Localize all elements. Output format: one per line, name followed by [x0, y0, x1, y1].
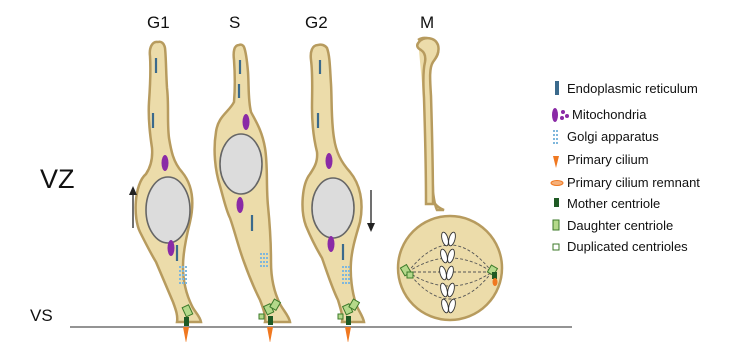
- svg-text:Duplicated centrioles: Duplicated centrioles: [567, 239, 688, 254]
- m-left-centriole-icon: [407, 272, 413, 278]
- g2-mitochondrion-icon: [326, 153, 333, 169]
- s-mitochondrion-icon: [243, 114, 250, 130]
- g1-mitochondrion-icon: [162, 155, 169, 171]
- phase-label-g2: G2: [305, 13, 328, 32]
- phase-label-s: S: [229, 13, 240, 32]
- zone-label-vz: VZ: [40, 164, 75, 194]
- m-right-mother-centriole-icon: [492, 272, 497, 279]
- daughter-centriole-icon: [553, 220, 559, 230]
- m-primary-cilium-remnant-icon: [493, 278, 498, 286]
- svg-text:Primary cilium remnant: Primary cilium remnant: [567, 175, 700, 190]
- primary-cilium-icon: [553, 156, 559, 168]
- svg-text:Primary cilium: Primary cilium: [567, 152, 649, 167]
- g2-primary-cilium-icon: [345, 327, 351, 342]
- primary-cilium-remnant-icon: [551, 181, 563, 186]
- svg-text:Daughter centriole: Daughter centriole: [567, 218, 673, 233]
- zone-label-vs: VS: [30, 306, 53, 325]
- svg-text:Mother centriole: Mother centriole: [567, 196, 660, 211]
- legend-item-golgi: Golgi apparatus: [553, 129, 659, 144]
- s-primary-cilium-icon: [267, 327, 273, 342]
- g2-mother-centriole-icon: [346, 316, 351, 325]
- legend: Endoplasmic reticulum Mitochondria Golgi…: [551, 81, 700, 254]
- phase-label-m: M: [420, 13, 434, 32]
- g2-mitochondrion-icon: [328, 236, 335, 252]
- phase-label-g1: G1: [147, 13, 170, 32]
- g1-mother-centriole-icon: [184, 317, 189, 326]
- s-nucleus: [220, 134, 262, 194]
- legend-item-cilium-remnant: Primary cilium remnant: [551, 175, 700, 190]
- s-duplicated-centriole-icon: [259, 314, 264, 319]
- legend-item-er: Endoplasmic reticulum: [555, 81, 698, 96]
- g1-mitochondrion-icon: [168, 240, 175, 256]
- svg-text:Endoplasmic reticulum: Endoplasmic reticulum: [567, 81, 698, 96]
- g2-nucleus: [312, 178, 354, 238]
- cell-s: [215, 45, 290, 342]
- legend-item-cilium: Primary cilium: [553, 152, 649, 168]
- g1-nucleus: [146, 177, 190, 243]
- s-mother-centriole-icon: [268, 316, 273, 325]
- legend-item-mother-centriole: Mother centriole: [554, 196, 660, 211]
- legend-item-daughter-centriole: Daughter centriole: [553, 218, 673, 233]
- s-mitochondrion-icon: [237, 197, 244, 213]
- mother-centriole-icon: [554, 198, 559, 207]
- er-icon: [555, 81, 559, 95]
- cell-m: [398, 38, 502, 320]
- golgi-icon: [553, 130, 558, 144]
- g2-duplicated-centriole-icon: [338, 314, 343, 319]
- mitochondria-icon: [552, 108, 569, 122]
- g1-primary-cilium-icon: [183, 327, 189, 342]
- cell-g1: [136, 42, 201, 342]
- duplicated-centrioles-icon: [553, 244, 559, 250]
- cell-g2: [303, 45, 364, 342]
- svg-text:Mitochondria: Mitochondria: [572, 107, 647, 122]
- svg-text:Golgi apparatus: Golgi apparatus: [567, 129, 659, 144]
- nuclear-migration-down-arrow: [367, 190, 375, 232]
- legend-item-mitochondria: Mitochondria: [552, 107, 647, 122]
- legend-item-duplicated-centrioles: Duplicated centrioles: [553, 239, 688, 254]
